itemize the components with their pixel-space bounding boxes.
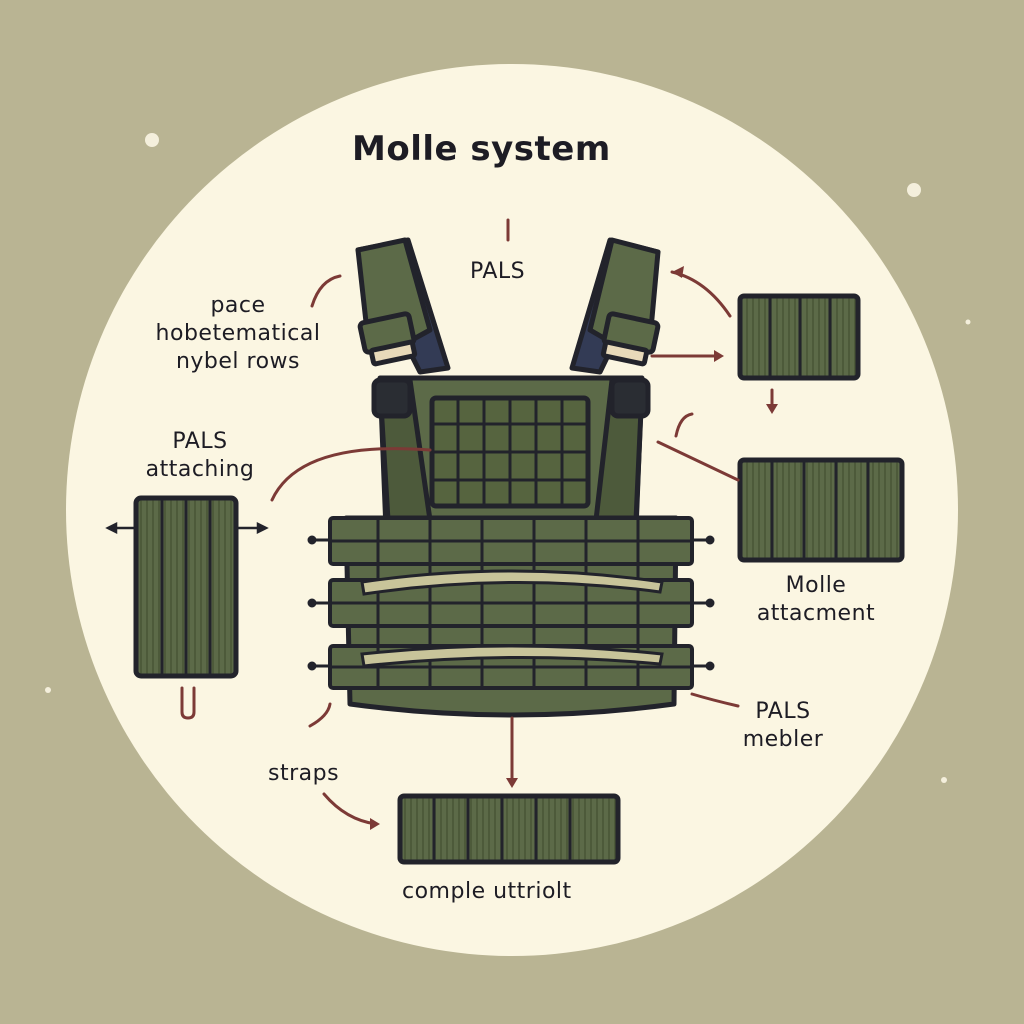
- arrow-heads: [370, 266, 778, 830]
- sparkle-decorations: [45, 133, 971, 783]
- pals-top-label: PALS: [470, 259, 526, 284]
- pals-member-label: PALS mebler: [742, 699, 824, 753]
- webbing-rows-label: pace hobetematical nybel rows: [155, 293, 321, 375]
- arrow-icon: [180, 218, 774, 826]
- chest-panel-webbing: [432, 398, 588, 506]
- diagram-title: Molle system: [352, 129, 611, 169]
- side-toggles: [307, 535, 715, 671]
- pals-attaching-label: PALS attaching: [145, 429, 255, 483]
- pouch-right-middle: [737, 457, 905, 563]
- straps-label: straps: [268, 761, 340, 786]
- complete-utility-label: comple uttriolt: [402, 879, 572, 904]
- pouch-dividers: [160, 296, 870, 862]
- molle-webbing-slots: [330, 518, 692, 688]
- pouch-bottom: [397, 793, 621, 865]
- tan-straps: [360, 569, 664, 668]
- molle-attachment-label: Molle attacment: [756, 573, 876, 627]
- double-arrow-icon: [105, 521, 269, 535]
